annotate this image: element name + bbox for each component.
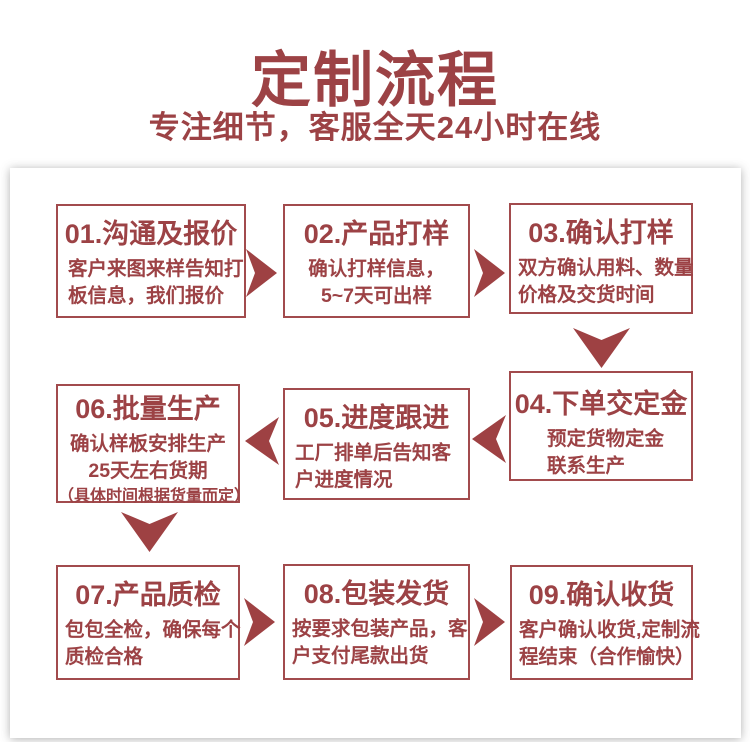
step-09-title: 09.确认收货: [528, 580, 675, 610]
page-title: 定制流程: [251, 47, 499, 114]
step-04-title: 04.下单交定金: [514, 389, 688, 419]
step-box-06: 06.批量生产 确认样板安排生产 25天左右货期 （具体时间根据货量而定）: [56, 384, 250, 505]
step-09-desc: 客户确认收货,定制流 程结束（合作愉快）: [519, 619, 700, 668]
arrow-right-icon: [244, 598, 275, 646]
step-box-04: 04.下单交定金 预定货物定金 联系生产: [509, 371, 693, 481]
step-03-desc: 双方确认用料、数量 价格及交货时间: [518, 257, 694, 306]
arrow-right-icon: [474, 249, 505, 297]
step-box-07: 07.产品质检 包包全检，确保每个 质检合格: [56, 565, 241, 680]
step-08-title: 08.包装发货: [303, 579, 450, 609]
step-02-title: 02.产品打样: [303, 219, 450, 249]
step-07-title: 07.产品质检: [75, 580, 221, 610]
step-box-05: 05.进度跟进 工厂排单后告知客 户进度情况: [283, 388, 470, 500]
process-flow-card: 01.沟通及报价 客户来图来样告知打 板信息，我们报价 02.产品打样 确认打样…: [10, 168, 741, 738]
step-box-08: 08.包装发货 按要求包装产品，客 户支付尾款出货: [283, 564, 470, 680]
step-02-desc: 确认打样信息， 5~7天可出样: [308, 258, 445, 307]
step-05-title: 05.进度跟进: [303, 403, 450, 433]
step-01-title: 01.沟通及报价: [64, 219, 238, 249]
page-subtitle: 专注细节，客服全天24小时在线: [148, 110, 602, 145]
step-box-01: 01.沟通及报价 客户来图来样告知打 板信息，我们报价: [56, 204, 246, 318]
arrow-down-icon: [121, 512, 178, 552]
step-04-desc: 预定货物定金 联系生产: [547, 428, 665, 477]
step-08-desc: 按要求包装产品，客 户支付尾款出货: [292, 618, 468, 667]
step-06-desc: 确认样板安排生产 25天左右货期 （具体时间根据货量而定）: [58, 433, 251, 505]
step-box-09: 09.确认收货 客户确认收货,定制流 程结束（合作愉快）: [510, 565, 700, 680]
arrow-right-icon: [246, 249, 277, 297]
arrow-left-icon: [472, 415, 506, 463]
step-07-desc: 包包全检，确保每个 质检合格: [65, 619, 241, 668]
step-03-title: 03.确认打样: [528, 218, 674, 248]
arrow-down-icon: [573, 328, 630, 368]
step-06-title: 06.批量生产: [75, 394, 221, 424]
arrow-left-icon: [245, 417, 279, 465]
step-box-02: 02.产品打样 确认打样信息， 5~7天可出样: [283, 204, 470, 318]
step-01-desc: 客户来图来样告知打 板信息，我们报价: [68, 258, 244, 307]
step-box-03: 03.确认打样 双方确认用料、数量 价格及交货时间: [509, 203, 694, 314]
step-05-desc: 工厂排单后告知客 户进度情况: [295, 442, 452, 491]
arrow-right-icon: [474, 598, 505, 646]
